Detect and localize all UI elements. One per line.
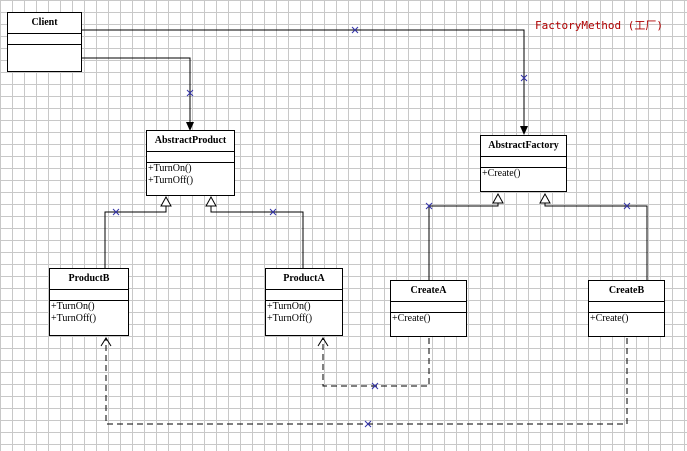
operation: +TurnOn()	[148, 163, 192, 174]
class-create-b[interactable]: CreateB +Create()	[588, 280, 665, 337]
class-attributes	[391, 302, 466, 313]
class-attributes	[481, 157, 566, 168]
diagram-title: FactoryMethod (工厂)	[535, 19, 663, 32]
class-attributes	[589, 302, 664, 313]
dep-createb-productb	[105, 338, 628, 425]
class-name: Client	[8, 13, 81, 34]
gen-triangle-producta	[205, 195, 217, 207]
assoc-client-factory	[82, 29, 525, 128]
class-abstract-factory[interactable]: AbstractFactory +Create()	[480, 135, 567, 192]
operation: +TurnOff()	[267, 313, 313, 324]
gen-triangle-createa	[492, 192, 504, 204]
class-name: ProductA	[266, 269, 342, 290]
class-client[interactable]: Client	[7, 12, 82, 72]
dep-arrowhead-productb	[100, 337, 112, 347]
class-product-b[interactable]: ProductB +TurnOn() +TurnOff()	[49, 268, 129, 336]
gen-producta	[210, 206, 304, 268]
operation: +Create()	[482, 168, 521, 179]
gen-triangle-createb	[539, 192, 551, 204]
class-operations: +TurnOn() +TurnOff()	[50, 301, 128, 325]
class-name: AbstractFactory	[481, 136, 566, 157]
class-attributes	[8, 34, 81, 45]
class-product-a[interactable]: ProductA +TurnOn() +TurnOff()	[265, 268, 343, 336]
operation: +Create()	[590, 313, 629, 324]
connector-handles	[112, 26, 631, 428]
operation: +TurnOn()	[267, 301, 311, 312]
operation: +TurnOff()	[148, 175, 194, 186]
class-operations	[8, 45, 81, 55]
class-create-a[interactable]: CreateA +Create()	[390, 280, 467, 337]
assoc-arrowhead-factory	[520, 126, 528, 135]
class-name: ProductB	[50, 269, 128, 290]
gen-createb	[544, 203, 648, 280]
gen-triangle-productb	[160, 195, 172, 207]
class-attributes	[266, 290, 342, 301]
class-name: CreateB	[589, 281, 664, 302]
class-abstract-product[interactable]: AbstractProduct +TurnOn() +TurnOff()	[146, 130, 235, 196]
class-operations: +Create()	[589, 313, 664, 325]
class-operations: +TurnOn() +TurnOff()	[266, 301, 342, 325]
operation: +Create()	[392, 313, 431, 324]
gen-productb	[104, 206, 167, 268]
class-operations: +Create()	[481, 168, 566, 180]
operation: +TurnOn()	[51, 301, 95, 312]
class-operations: +Create()	[391, 313, 466, 325]
gen-createa	[428, 203, 499, 280]
class-attributes	[147, 152, 234, 163]
class-attributes	[50, 290, 128, 301]
class-name: AbstractProduct	[147, 131, 234, 152]
operation: +TurnOff()	[51, 313, 97, 324]
dep-arrowhead-producta	[317, 337, 329, 347]
assoc-arrowhead-product	[186, 122, 194, 131]
class-name: CreateA	[391, 281, 466, 302]
dep-createa-producta	[322, 338, 430, 387]
assoc-client-product	[82, 57, 191, 128]
class-operations: +TurnOn() +TurnOff()	[147, 163, 234, 187]
